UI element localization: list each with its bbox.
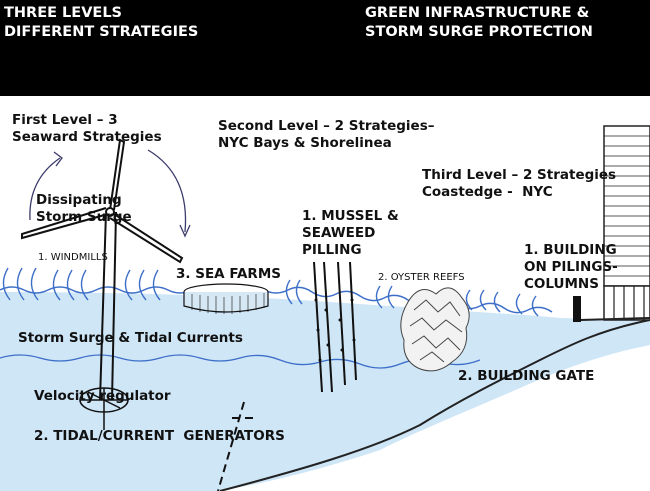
- wave-crescents: [2, 267, 539, 317]
- header-right-title: GREEN INFRASTRUCTURE & STORM SURGE PROTE…: [365, 5, 593, 40]
- velocity-regulator-label: Velocity regulator: [34, 388, 171, 404]
- shore-line: [580, 317, 650, 321]
- sea-farm-cage: [183, 283, 269, 314]
- mussel-pilings: [313, 261, 357, 393]
- windmill-hub: [105, 207, 115, 217]
- turbine: [79, 387, 129, 430]
- oyster-reef: [400, 287, 470, 372]
- tidal-generators-label: 2. TIDAL/CURRENT GENERATORS: [34, 428, 285, 444]
- building-columns-base: [603, 285, 650, 321]
- dashed-leader: [217, 401, 245, 491]
- mussel-label: 1. MUSSEL & SEAWEED PILLING: [302, 208, 399, 258]
- current-line: [0, 354, 481, 369]
- header-bar: THREE LEVELS DIFFERENT STRATEGIES GREEN …: [0, 0, 650, 96]
- first-level-label: First Level – 3 Seaward Strategies: [12, 112, 162, 145]
- third-level-label: Third Level – 2 Strategies Coastedge - N…: [422, 167, 617, 200]
- rotation-arrows: [29, 149, 191, 238]
- mussel-dots: [314, 298, 356, 362]
- sea-farms-label: 3. SEA FARMS: [176, 266, 281, 282]
- storm-surge-label: Storm Surge & Tidal Currents: [18, 330, 243, 346]
- water-body: [0, 292, 650, 491]
- building-gate-label: 2. BUILDING GATE: [458, 368, 595, 384]
- seawall-block: [573, 296, 581, 322]
- seabed-line: [219, 319, 650, 491]
- windmill-tower: [99, 211, 117, 401]
- windmill-blade-right: [109, 213, 184, 264]
- windmill-blade-left: [21, 207, 109, 240]
- building: [573, 125, 650, 322]
- header-left-title: THREE LEVELS DIFFERENT STRATEGIES: [4, 5, 199, 40]
- second-level-label: Second Level – 2 Strategies– NYC Bays & …: [218, 118, 435, 151]
- windmill: [21, 138, 184, 401]
- building-pilings-label: 1. BUILDING ON PILINGS- COLUMNS: [524, 242, 618, 292]
- coastal-cross-section: [0, 125, 650, 491]
- windmills-label: 1. WINDMILLS: [38, 252, 108, 263]
- dissipating-label: Dissipating Storm Surge: [36, 192, 132, 225]
- diagram-scene: First Level – 3 Seaward Strategies Secon…: [0, 96, 650, 491]
- windmill-blade-top: [109, 138, 126, 211]
- oyster-label: 2. OYSTER REEFS: [378, 272, 465, 283]
